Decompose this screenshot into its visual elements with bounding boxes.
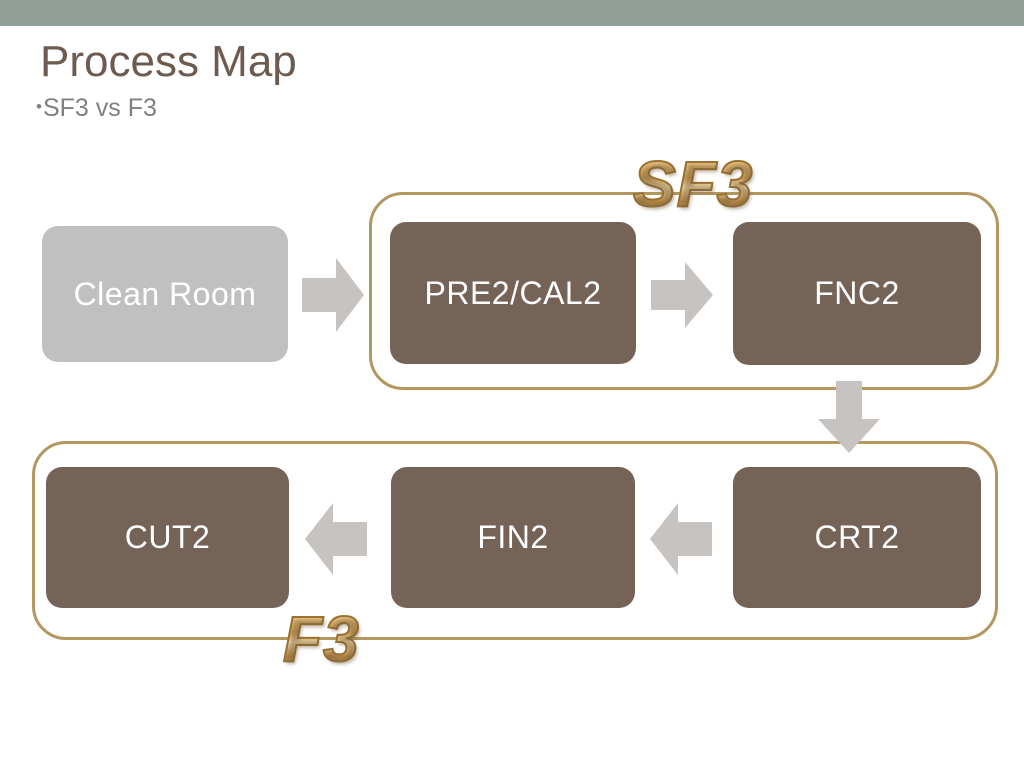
process-box-label: FNC2: [814, 275, 900, 311]
arrow-down-icon-fnc2-to-crt2: [818, 381, 880, 453]
process-box-label: CRT2: [814, 519, 900, 555]
arrow-left-icon-crt2-to-fin2: [650, 503, 712, 575]
process-box-label: CUT2: [124, 519, 211, 555]
process-box-label: Clean Room: [73, 275, 257, 312]
page-title: Process Map: [40, 37, 297, 86]
wordart-label-sf3: SF3: [632, 148, 754, 220]
arrow-right-icon-clean-room-to-pre2cal2: [302, 258, 364, 332]
page-subtitle: •SF3 vs F3: [36, 92, 157, 123]
process-box-clean-room[interactable]: Clean Room: [42, 226, 288, 362]
bullet-icon: •: [36, 97, 43, 116]
wordart-label-f3: F3: [282, 603, 360, 675]
process-box-cut2[interactable]: CUT2: [46, 467, 289, 608]
process-box-label: PRE2/CAL2: [424, 274, 602, 311]
arrow-left-icon-fin2-to-cut2: [305, 503, 367, 575]
process-box-fnc2[interactable]: FNC2: [733, 222, 981, 365]
group-outline-f3: [32, 441, 998, 640]
process-box-label: FIN2: [477, 519, 549, 555]
top-accent-bar: [0, 0, 1024, 26]
process-box-crt2[interactable]: CRT2: [733, 467, 981, 608]
page-subtitle-text: SF3 vs F3: [42, 94, 157, 122]
arrow-right-icon-pre2cal2-to-fnc2: [651, 262, 713, 328]
process-box-pre2cal2[interactable]: PRE2/CAL2: [390, 222, 636, 364]
group-outline-sf3: [369, 192, 999, 390]
process-box-fin2[interactable]: FIN2: [391, 467, 635, 608]
